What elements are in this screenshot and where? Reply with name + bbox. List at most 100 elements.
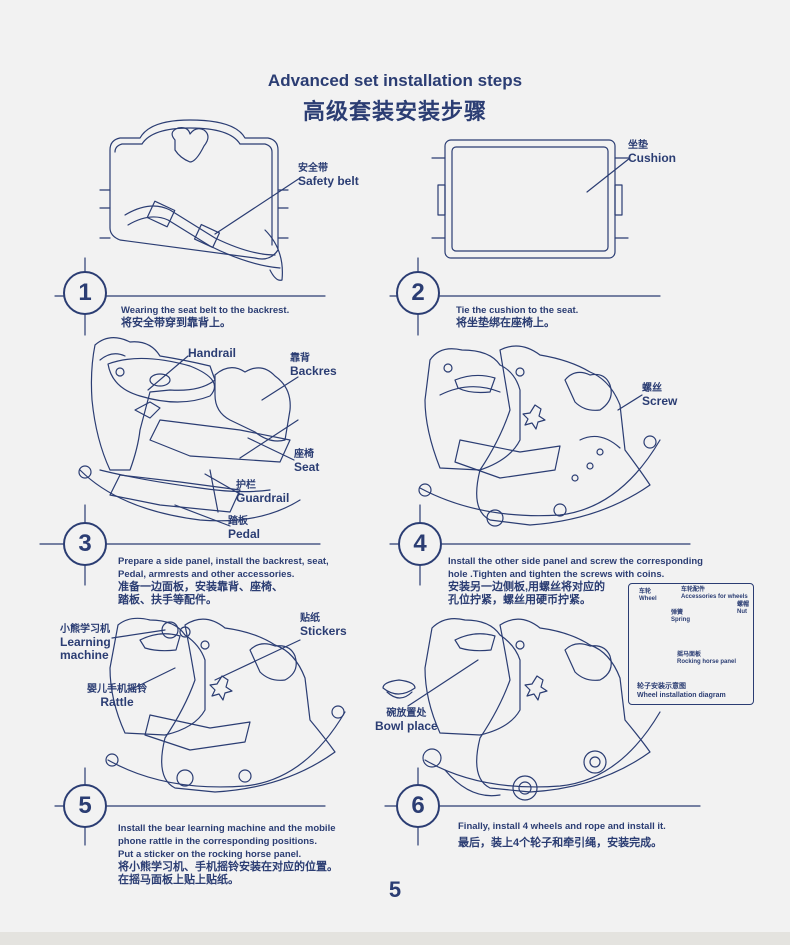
screw-label-zh: 螺丝: [642, 383, 662, 394]
step-3-caption: Prepare a side panel, install the backre…: [118, 555, 329, 607]
step-6-assembly-drawing: [382, 618, 661, 801]
step-3-number: 3: [63, 522, 107, 566]
page-number: 5: [388, 877, 402, 902]
stickers-leader: [214, 639, 301, 681]
guardrail-label-en: Guardrail: [236, 491, 290, 505]
step-4-caption-en-1: Install the other side panel and screw t…: [448, 556, 703, 567]
step-6-caption-zh: 最后，装上4个轮子和牵引绳，安装完成。: [458, 837, 663, 849]
backrest-label: 靠背 Backres: [290, 352, 337, 378]
step-4-number: 4: [398, 522, 442, 566]
seat-label-zh: 座椅: [294, 449, 314, 460]
backrest-label-en: Backres: [290, 364, 337, 378]
cushion-label-zh: 坐垫: [628, 140, 648, 151]
step-2-seat-drawing: [431, 139, 631, 259]
wheel-label-en: Wheel: [639, 596, 657, 602]
step-5-caption-en-2: phone rattle in the corresponding positi…: [118, 836, 317, 847]
step-3-caption-en-2: Pedal, armrests and other accessories.: [118, 569, 295, 580]
step-2-caption: Tie the cushion to the seat. 将坐垫绑在座椅上。: [456, 304, 578, 330]
wheel-diagram-panel-label: 摇马面板 Rocking horse panel: [677, 652, 736, 666]
panel-label-zh: 摇马面板: [677, 652, 702, 658]
page-title-en: Advanced set installation steps: [267, 71, 523, 90]
wheel-diagram-spring-label: 弹簧 Spring: [671, 610, 690, 624]
wheel-diagram-nut-label: 螺帽 Nut: [737, 602, 749, 616]
step-4-caption-en-2: hole .Tighten and tighten the screws wit…: [448, 569, 665, 580]
step-1-caption-en: Wearing the seat belt to the backrest.: [121, 305, 290, 316]
step-5-caption-en-1: Install the bear learning machine and th…: [118, 823, 336, 834]
seat-label-en: Seat: [294, 460, 320, 474]
step-3-caption-zh-1: 准备一边面板，安装靠背、座椅、: [118, 581, 283, 593]
step-6-caption-en: Finally, install 4 wheels and rope and i…: [458, 821, 666, 832]
learning-machine-label-en: Learning machine: [60, 635, 111, 662]
accessories-label-zh: 车轮配件: [681, 587, 706, 593]
footer-bar: [0, 932, 790, 945]
step-5-caption-zh-1: 将小熊学习机、手机摇铃安装在对应的位置。: [118, 861, 338, 873]
seat-label: 座椅 Seat: [294, 448, 319, 474]
wheel-diagram-wheel-label: 车轮 Wheel: [639, 589, 657, 603]
wheel-diagram-caption: 轮子安装示意图 Wheel installation diagram: [637, 682, 726, 700]
step-4-caption-zh-2: 孔位拧紧，螺丝用硬币拧紧。: [448, 594, 591, 606]
wheel-label-zh: 车轮: [639, 589, 652, 595]
learning-machine-leader: [111, 629, 166, 639]
page-title-zh: 高级套装安装步骤: [302, 99, 487, 124]
wheel-diagram-caption-zh: 轮子安装示意图: [637, 683, 686, 690]
safety-belt-label-en: Safety belt: [298, 174, 359, 188]
pedal-label-zh: 踏板: [228, 516, 248, 527]
cushion-label: 坐垫 Cushion: [628, 139, 676, 165]
rattle-label-en: Rattle: [100, 695, 134, 709]
step-5-caption-zh-2: 在摇马面板上贴上贴纸。: [118, 874, 239, 886]
pedal-label-en: Pedal: [228, 527, 261, 541]
nut-label-zh: 螺帽: [737, 602, 750, 608]
step-6-number: 6: [396, 784, 440, 828]
step-2-caption-zh: 将坐垫绑在座椅上。: [456, 317, 555, 329]
screw-label-en: Screw: [642, 394, 678, 408]
rattle-leader: [129, 667, 176, 691]
step-1-caption-zh: 将安全带穿到靠背上。: [121, 317, 231, 329]
cushion-label-en: Cushion: [628, 151, 676, 165]
step-3-caption-zh-2: 踏板、扶手等配件。: [118, 594, 217, 606]
handrail-leader: [147, 355, 189, 391]
safety-belt-label-zh: 安全带: [298, 163, 328, 174]
step-3-assembly-drawing: [78, 337, 301, 527]
guardrail-label-zh: 护栏: [236, 480, 256, 491]
stickers-label: 贴纸 Stickers: [300, 612, 347, 638]
backrest-label-zh: 靠背: [290, 353, 310, 364]
step-1-caption: Wearing the seat belt to the backrest. 将…: [121, 304, 289, 330]
step-4-caption: Install the other side panel and screw t…: [448, 555, 703, 607]
bowl-place-label-en: Bowl place: [375, 719, 438, 733]
spring-label-zh: 弹簧: [671, 610, 684, 616]
guardrail-label: 护栏 Guardrail: [236, 479, 289, 505]
bowl-place-label: 碗放置处 Bowl place: [375, 707, 438, 733]
stickers-label-en: Stickers: [300, 624, 347, 638]
step-5-assembly-drawing: [105, 617, 346, 793]
safety-belt-leader: [214, 177, 301, 235]
bowl-place-leader: [407, 659, 479, 707]
stickers-label-zh: 贴纸: [300, 613, 320, 624]
step-5-caption: Install the bear learning machine and th…: [118, 822, 338, 887]
bowl-place-label-zh: 碗放置处: [386, 708, 427, 719]
screw-leader: [617, 394, 643, 411]
handrail-label: Handrail: [188, 346, 237, 360]
learning-machine-label-zh: 小熊学习机: [60, 624, 110, 635]
wheel-diagram-caption-en: Wheel installation diagram: [637, 692, 726, 699]
cushion-leader: [586, 157, 631, 193]
learning-machine-label: 小熊学习机 Learning machine: [60, 623, 130, 662]
wheel-installation-diagram: 车轮 Wheel 车轮配件 Accessories for wheels 弹簧 …: [628, 583, 754, 705]
spring-label-en: Spring: [671, 617, 690, 623]
step-6-caption: Finally, install 4 wheels and rope and i…: [458, 820, 666, 850]
rattle-label: 婴儿手机摇铃 Rattle: [87, 683, 147, 709]
pedal-label: 踏板 Pedal: [228, 515, 260, 541]
step-4-assembly-drawing: [418, 345, 661, 527]
step-1-backrest-drawing: [99, 119, 301, 281]
step-5-caption-en-3: Put a sticker on the rocking horse panel…: [118, 849, 302, 860]
screw-label: 螺丝 Screw: [642, 382, 677, 408]
accessories-label-en: Accessories for wheels: [681, 594, 748, 600]
step-3-caption-en-1: Prepare a side panel, install the backre…: [118, 556, 329, 567]
wheel-diagram-accessories-label: 车轮配件 Accessories for wheels: [681, 587, 748, 601]
step-1-number: 1: [63, 271, 107, 315]
step-2-number: 2: [396, 271, 440, 315]
nut-label-en: Nut: [737, 609, 747, 615]
step-4-caption-zh-1: 安装另一边侧板,用螺丝将对应的: [448, 581, 606, 593]
step-2-caption-en: Tie the cushion to the seat.: [456, 305, 579, 316]
panel-label-en: Rocking horse panel: [677, 659, 737, 665]
